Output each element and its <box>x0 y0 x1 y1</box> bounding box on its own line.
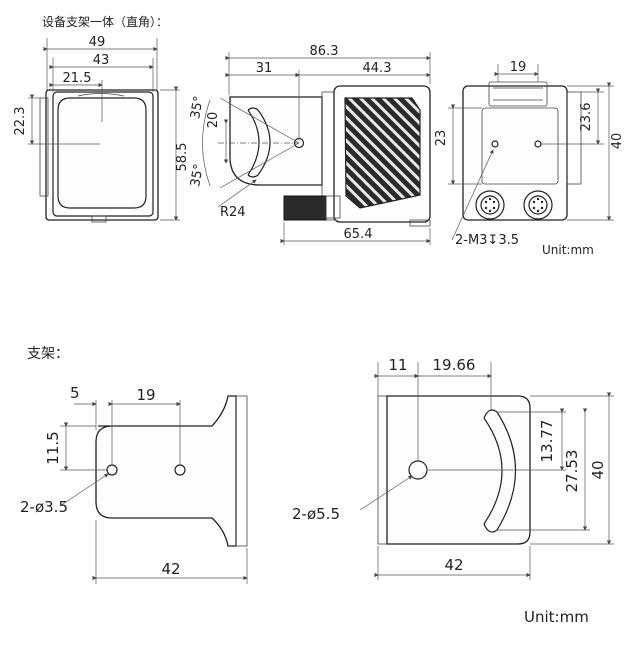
dim-13-77: 13.77 <box>538 420 556 463</box>
dim-20: 20 <box>206 112 221 129</box>
dim-58-5: 58.5 <box>175 143 190 172</box>
angle-35-top: 35° <box>188 95 207 120</box>
unit-label-top: Unit:mm <box>542 243 594 257</box>
dim-43: 43 <box>93 53 110 68</box>
holes-3-5: 2-ø3.5 <box>20 498 68 516</box>
dim-22-3: 22.3 <box>13 107 28 136</box>
dim-23-6: 23.6 <box>579 103 594 132</box>
dim-86-3: 86.3 <box>310 44 339 59</box>
holes-5-5: 2-ø5.5 <box>292 505 340 523</box>
dim-27-53: 27.53 <box>563 450 581 493</box>
unit-label-bottom: Unit:mm <box>524 608 589 626</box>
dim-44-3: 44.3 <box>363 61 392 76</box>
dim-40-bracket: 40 <box>589 460 607 479</box>
dim-5: 5 <box>70 384 80 402</box>
dim-65-4: 65.4 <box>344 227 373 242</box>
side-view: 86.3 31 44.3 65.4 35° 35° 20 R24 <box>188 44 431 245</box>
bracket-front-view: 5 19 11.5 2-ø3.5 42 <box>20 384 248 584</box>
section2-title: 支架： <box>27 346 69 362</box>
dim-21-5: 21.5 <box>63 71 92 86</box>
dim-19-bracket: 19 <box>136 386 155 404</box>
dim-11-5: 11.5 <box>44 431 62 464</box>
dim-42-side: 42 <box>444 556 463 574</box>
bracket-side-view: 11 19.66 13.77 27.53 40 2-ø5.5 42 <box>292 356 614 580</box>
front-view: 49 43 21.5 58.5 22.3 <box>13 35 190 223</box>
dim-31: 31 <box>256 61 273 76</box>
section1-title: 设备支架一体（直角）： <box>42 15 168 29</box>
dim-19-66: 19.66 <box>433 356 476 374</box>
dim-42-front: 42 <box>161 560 180 578</box>
thread-m3: 2-M3↧3.5 <box>455 233 519 248</box>
dim-23: 23 <box>434 130 449 147</box>
dim-19: 19 <box>510 60 527 75</box>
back-view: 19 40 23.6 23 2-M3↧3.5 <box>434 60 625 248</box>
dim-11: 11 <box>388 356 407 374</box>
radius-r24: R24 <box>220 205 246 220</box>
dim-40-back: 40 <box>610 133 625 150</box>
angle-35-bottom: 35° <box>188 163 207 188</box>
dim-49: 49 <box>89 35 106 50</box>
